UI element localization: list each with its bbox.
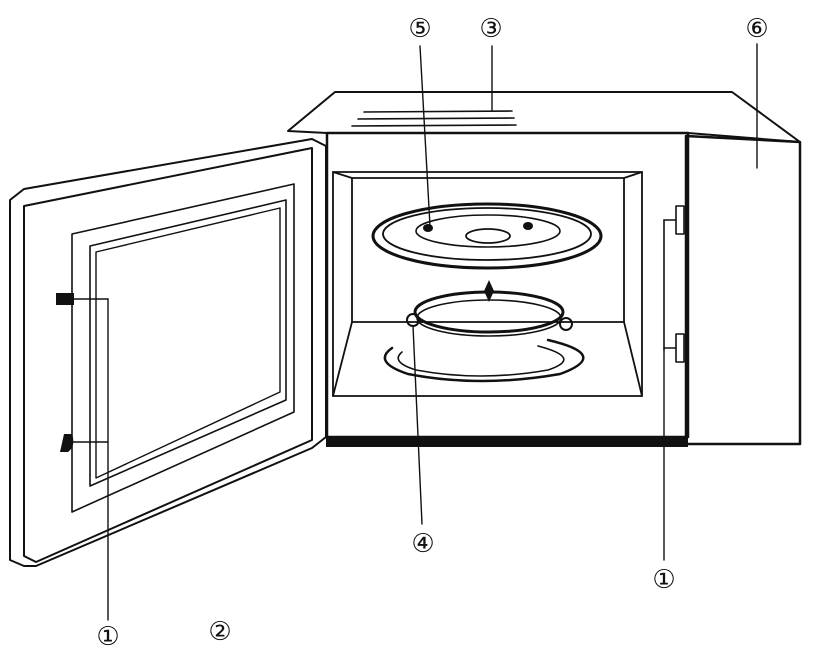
control-panel <box>684 134 802 446</box>
callout-waveguide-cover: ③ <box>479 14 502 44</box>
callout-door-latch: ① <box>96 622 119 652</box>
callout-roller-ring: ④ <box>411 529 434 559</box>
callout-control-panel: ⑥ <box>745 14 768 44</box>
roller-ring <box>406 280 573 337</box>
door-edge <box>9 138 327 567</box>
door-latch <box>56 293 109 621</box>
callout-door-window: ② <box>208 617 231 647</box>
door-safety-lock <box>663 205 685 363</box>
door-window <box>89 199 287 487</box>
oven-body <box>287 91 802 447</box>
oven-top-surface <box>287 91 801 143</box>
glass-tray <box>371 202 603 270</box>
oven-door <box>9 138 327 567</box>
oven-base <box>326 437 688 447</box>
callout-glass-tray: ⑤ <box>408 14 431 44</box>
leader-lines <box>412 43 758 561</box>
waveguide-cover-vent <box>351 110 517 127</box>
door-front <box>23 147 313 563</box>
door-inner-frame <box>71 183 295 513</box>
callout-door-safety-lock: ① <box>652 565 675 595</box>
oven-cavity <box>332 171 643 397</box>
